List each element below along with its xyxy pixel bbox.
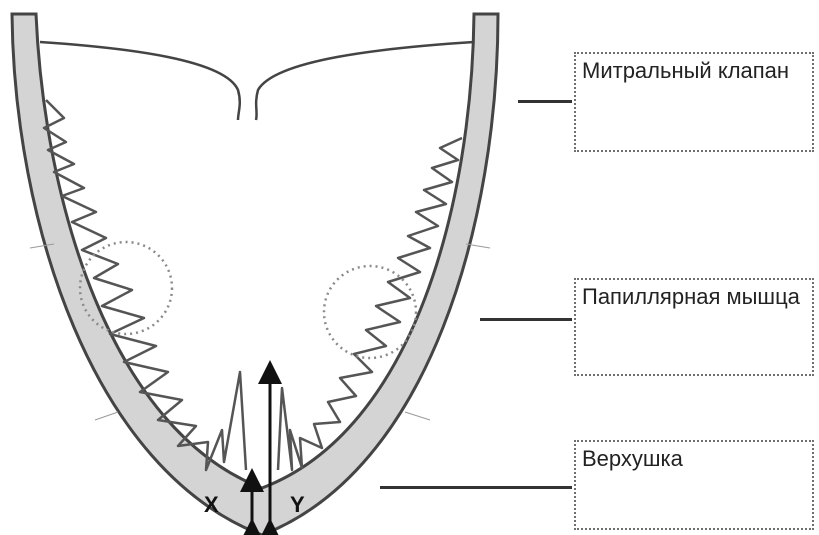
leader-line-mitral [518,100,572,103]
ventricle-wall [12,14,498,535]
measurement-label-x: X [204,492,219,518]
label-mitral-valve: Митральный клапан [574,52,814,152]
label-papillary-muscle-text: Папиллярная мышца [582,284,800,309]
wall-segment-line [95,412,118,420]
leader-line-apex [380,486,572,489]
label-mitral-valve-text: Митральный клапан [582,58,789,83]
label-papillary-muscle: Папиллярная мышца [574,278,814,376]
papillary-circle-right [324,266,416,358]
measurement-label-y: Y [290,492,305,518]
wall-segment-line [405,412,430,420]
leader-line-papillary [480,318,572,321]
label-apex-text: Верхушка [582,446,683,471]
mitral-valve-leaflets [40,42,474,120]
label-apex: Верхушка [574,440,814,530]
